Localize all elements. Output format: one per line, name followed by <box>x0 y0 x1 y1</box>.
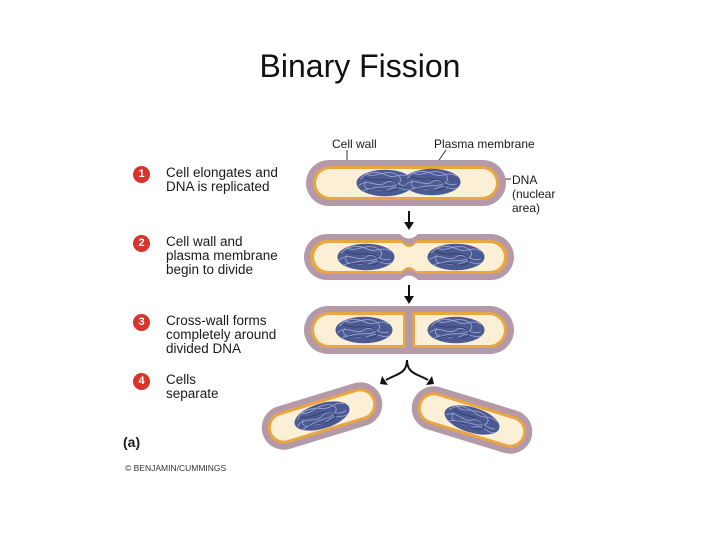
dna-replicated-right <box>403 168 461 196</box>
arrow-branching <box>380 359 434 385</box>
cell-step-4-right <box>411 386 533 454</box>
step-2-badge: 2 <box>133 235 150 252</box>
copyright-notice: © BENJAMIN/CUMMINGS <box>125 463 227 473</box>
step-2-line-2: plasma membrane <box>166 248 278 263</box>
step-3-line-3: divided DNA <box>166 341 242 356</box>
step-2-line-1: Cell wall and <box>166 234 243 249</box>
cell-step-1 <box>306 160 506 206</box>
step-3-line-2: completely around <box>166 327 277 342</box>
step-4-badge: 4 <box>133 373 150 390</box>
plasma-membrane-label: Plasma membrane <box>434 137 535 151</box>
dna-label-line-3: area) <box>512 201 541 215</box>
dna-label-line-2: (nuclear <box>512 187 556 201</box>
cell-step-2 <box>304 234 514 280</box>
step-4-text: Cells separate <box>166 373 306 401</box>
step-4-line-2: separate <box>166 386 219 401</box>
step-3-text: Cross-wall forms completely around divid… <box>166 314 306 356</box>
step-1-line-1: Cell elongates and <box>166 165 278 180</box>
step-3-badge: 3 <box>133 314 150 331</box>
dna-divided-left <box>335 316 393 344</box>
step-2-text: Cell wall and plasma membrane begin to d… <box>166 235 306 277</box>
dna-divided-right <box>427 316 485 344</box>
dna-label-line-1: DNA <box>512 173 538 187</box>
step-4-line-1: Cells <box>166 372 197 387</box>
dna-dividing-left <box>337 243 395 271</box>
cell-step-3 <box>304 306 514 354</box>
dna-dividing-right <box>427 243 485 271</box>
step-1-text: Cell elongates and DNA is replicated <box>166 166 306 194</box>
step-1-line-2: DNA is replicated <box>166 179 270 194</box>
figure-tag: (a) <box>123 434 141 450</box>
step-3-line-1: Cross-wall forms <box>166 313 267 328</box>
step-1-badge: 1 <box>133 166 150 183</box>
step-2-line-3: begin to divide <box>166 262 254 277</box>
slide-title: Binary Fission <box>259 48 461 84</box>
arrow-step-2-to-3 <box>404 285 414 304</box>
cell-wall-label: Cell wall <box>332 137 377 151</box>
dna-label: DNA (nuclear area) <box>512 173 555 215</box>
cell-step-4-left <box>261 382 383 450</box>
arrow-step-1-to-2 <box>404 211 414 230</box>
